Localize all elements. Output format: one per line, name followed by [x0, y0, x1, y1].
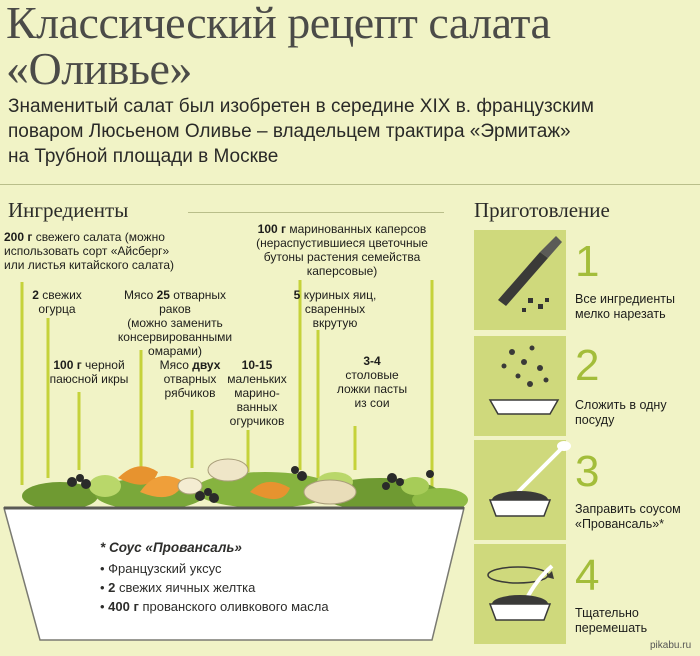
capers-line-1: маринованных каперсов: [286, 222, 427, 236]
step-1-number: 1: [575, 237, 600, 286]
soy-line-3: ложки пасты: [336, 382, 408, 396]
ingredient-grouse: Мясо двух отварных рябчиков: [150, 358, 230, 400]
subtitle-line-1: Знаменитый салат был изобретен в середин…: [8, 96, 594, 117]
sauce-item-amount: 400 г: [108, 599, 139, 614]
preparation-heading: Приготовление: [474, 198, 610, 222]
capers-line-4: каперсовые): [306, 264, 378, 278]
step-3-line-2: «Провансаль»*: [575, 517, 665, 531]
eggs-line-3: вкрутую: [312, 316, 358, 330]
sauce-item: • Французский уксус: [100, 561, 222, 576]
sauce-item-text: Французский уксус: [108, 561, 222, 576]
gherkins-line-2: маленьких: [227, 372, 287, 386]
lettuce-line-2: использовать сорт «Айсберг»: [4, 244, 170, 258]
grouse-line-2: отварных: [163, 372, 217, 386]
crayfish-amount: 25: [156, 288, 170, 302]
step-4-line-2: перемешать: [575, 621, 648, 635]
step-2-line-2: посуду: [575, 413, 615, 427]
spoon-sauce-icon: [488, 441, 571, 517]
subtitle-line-3: на Трубной площади в Москве: [8, 146, 279, 167]
lettuce-amount: 200 г: [4, 230, 33, 244]
crayfish-line-4: омарами): [148, 344, 202, 358]
page-subtitle: Знаменитый салат был изобретен в середин…: [8, 94, 698, 169]
capers-line-3: бутоны растения семейства: [263, 250, 421, 264]
bowl-fill-icon: [488, 345, 560, 415]
grouse-amount: двух: [192, 358, 221, 372]
gherkins-line-4: ванных: [236, 400, 278, 414]
salad-heap: [22, 458, 468, 512]
sauce-item: • 2 свежих яичных желтка: [100, 580, 256, 595]
ingredients-heading-rule: [188, 212, 444, 213]
ingredient-crayfish: Мясо 25 отварных раков (можно заменить к…: [110, 288, 240, 358]
lettuce-line-3: или листья китайского салата): [4, 258, 175, 272]
caviar-line-2: паюсной икры: [49, 372, 129, 386]
sauce-block: * Соус «Провансаль» • Французский уксус …: [100, 540, 400, 614]
step-1-line-2: мелко нарезать: [575, 307, 666, 321]
sauce-item-text: свежих яичных желтка: [115, 580, 256, 595]
step-2-number: 2: [575, 341, 600, 390]
step-2-text: Сложить в одну посуду: [575, 398, 699, 428]
cucumbers-line-2: огурца: [38, 302, 76, 316]
ingredient-gherkins: 10-15 маленьких марино- ванных огурчиков: [222, 358, 292, 428]
step-3-text: Заправить соусом «Провансаль»*: [575, 502, 699, 532]
step-4-number: 4: [575, 551, 600, 600]
grouse-prefix: Мясо: [159, 358, 193, 372]
cucumbers-amount: 2: [32, 288, 39, 302]
step-1-text: Все ингредиенты мелко нарезать: [575, 292, 699, 322]
sauce-item: • 400 г прованского оливкового масла: [100, 599, 329, 614]
eggs-line-1: куриных яиц,: [300, 288, 377, 302]
soy-line-2: столовые: [345, 368, 399, 382]
crayfish-line-2: (можно заменить: [127, 316, 223, 330]
grouse-line-3: рябчиков: [164, 386, 216, 400]
caviar-amount: 100 г: [53, 358, 82, 372]
ingredient-capers: 100 г маринованных каперсов (нераспустив…: [242, 222, 442, 278]
title-line-2: «Оливье»: [6, 43, 192, 94]
eggs-amount: 5: [293, 288, 301, 302]
crayfish-line-3: консервированными: [117, 330, 233, 344]
ingredient-cucumbers: 2 свежих огурца: [22, 288, 92, 316]
knife-icon: [498, 236, 562, 312]
gherkins-line-3: марино-: [234, 386, 280, 400]
step-4-line-1: Тщательно: [575, 606, 639, 620]
sauce-title: * Соус «Провансаль»: [100, 540, 242, 555]
soy-amount: 3-4: [363, 354, 381, 368]
step-1-line-1: Все ингредиенты: [575, 292, 675, 306]
sauce-item-text: прованского оливкового масла: [138, 599, 329, 614]
sauce-item-amount: 2: [108, 580, 116, 595]
step-3-line-1: Заправить соусом: [575, 502, 681, 516]
lettuce-line-1: свежего салата (можно: [32, 230, 165, 244]
ingredient-eggs: 5 куриных яиц, сваренных вкрутую: [280, 288, 390, 330]
gherkins-line-5: огурчиков: [229, 414, 285, 428]
crayfish-prefix: Мясо: [123, 288, 157, 302]
page-title: Классический рецепт салата «Оливье»: [6, 0, 696, 92]
caviar-line-1: черной: [81, 358, 125, 372]
eggs-line-2: сваренных: [304, 302, 366, 316]
ingredients-heading: Ингредиенты: [8, 198, 129, 222]
title-line-1: Классический рецепт салата: [6, 0, 551, 48]
capers-amount: 100 г: [257, 222, 287, 236]
divider: [0, 184, 700, 185]
leader-lines: [20, 280, 434, 488]
ingredient-caviar: 100 г черной паюсной икры: [44, 358, 134, 386]
step-2-line-1: Сложить в одну: [575, 398, 667, 412]
soy-line-4: из сои: [354, 396, 390, 410]
step-4-text: Тщательно перемешать: [575, 606, 699, 636]
cucumbers-line-1: свежих: [38, 288, 82, 302]
gherkins-amount: 10-15: [241, 358, 273, 372]
step-3-number: 3: [575, 447, 600, 496]
ingredient-soy: 3-4 столовые ложки пасты из сои: [322, 354, 422, 410]
ingredient-lettuce: 200 г свежего салата (можно использовать…: [4, 230, 200, 272]
subtitle-line-2: поваром Люсьеном Оливье – владельцем тра…: [8, 121, 571, 142]
stir-icon: [487, 564, 554, 621]
crayfish-line-1: отварных раков: [159, 288, 227, 316]
watermark: pikabu.ru: [650, 640, 692, 651]
capers-line-2: (нераспустившиеся цветочные: [256, 236, 428, 250]
